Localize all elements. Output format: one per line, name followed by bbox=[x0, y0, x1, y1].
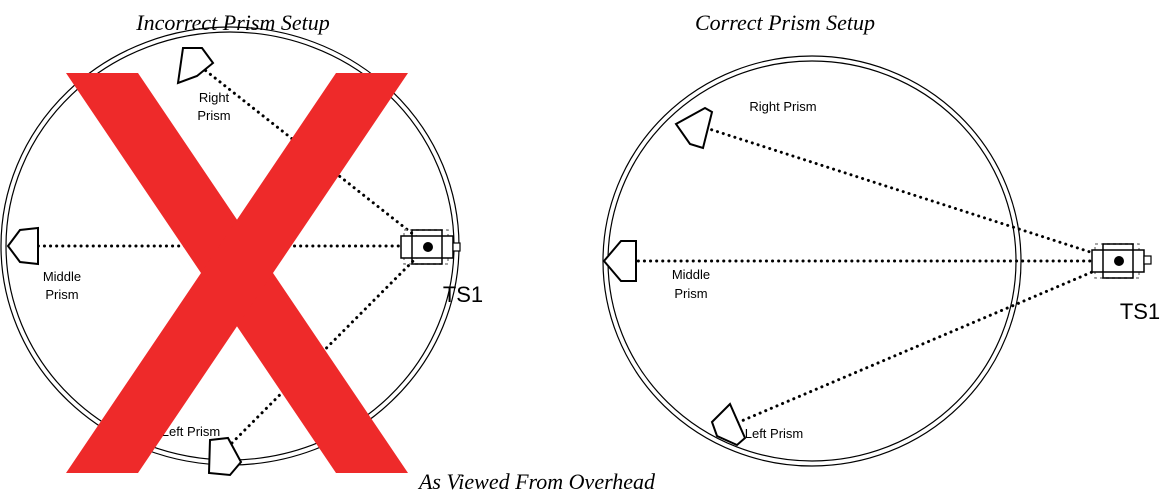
prism-icon bbox=[6, 226, 39, 266]
prism-icon bbox=[176, 47, 215, 85]
station-label: TS1 bbox=[443, 282, 483, 307]
middle-prism-label-line2: Prism bbox=[674, 286, 707, 301]
middle-prism-label-line1: Middle bbox=[672, 267, 710, 282]
total-station-icon bbox=[400, 229, 461, 265]
sight-line-left bbox=[730, 259, 1120, 427]
control-circle bbox=[602, 55, 1022, 467]
sight-line-right bbox=[698, 124, 1120, 263]
prism-icon bbox=[602, 240, 637, 282]
correct-setup-title: Correct Prism Setup bbox=[695, 10, 875, 35]
sight-line-left bbox=[217, 244, 430, 458]
prism-icon bbox=[207, 436, 243, 477]
incorrect-setup-title: Incorrect Prism Setup bbox=[135, 10, 329, 35]
incorrect-cross-icon bbox=[66, 73, 408, 473]
prism-icon bbox=[710, 402, 747, 447]
correct-setup-panel: Right Prism Middle Prism Left Prism TS1 bbox=[602, 55, 1160, 467]
total-station-icon bbox=[1091, 243, 1152, 279]
incorrect-setup-panel: Right Prism Middle Prism Left Prism TS1 bbox=[0, 26, 483, 477]
right-prism-label-line2: Prism bbox=[197, 108, 230, 123]
middle-prism-label-line2: Prism bbox=[45, 287, 78, 302]
overhead-caption: As Viewed From Overhead bbox=[417, 469, 656, 493]
right-prism-label-line1: Right bbox=[199, 90, 230, 105]
middle-prism-label-line1: Middle bbox=[43, 269, 81, 284]
station-label: TS1 bbox=[1120, 299, 1160, 324]
prism-icon bbox=[674, 106, 714, 150]
right-prism-label: Right Prism bbox=[749, 99, 816, 114]
left-prism-label: Left Prism bbox=[745, 426, 804, 441]
left-prism-label: Left Prism bbox=[162, 424, 221, 439]
